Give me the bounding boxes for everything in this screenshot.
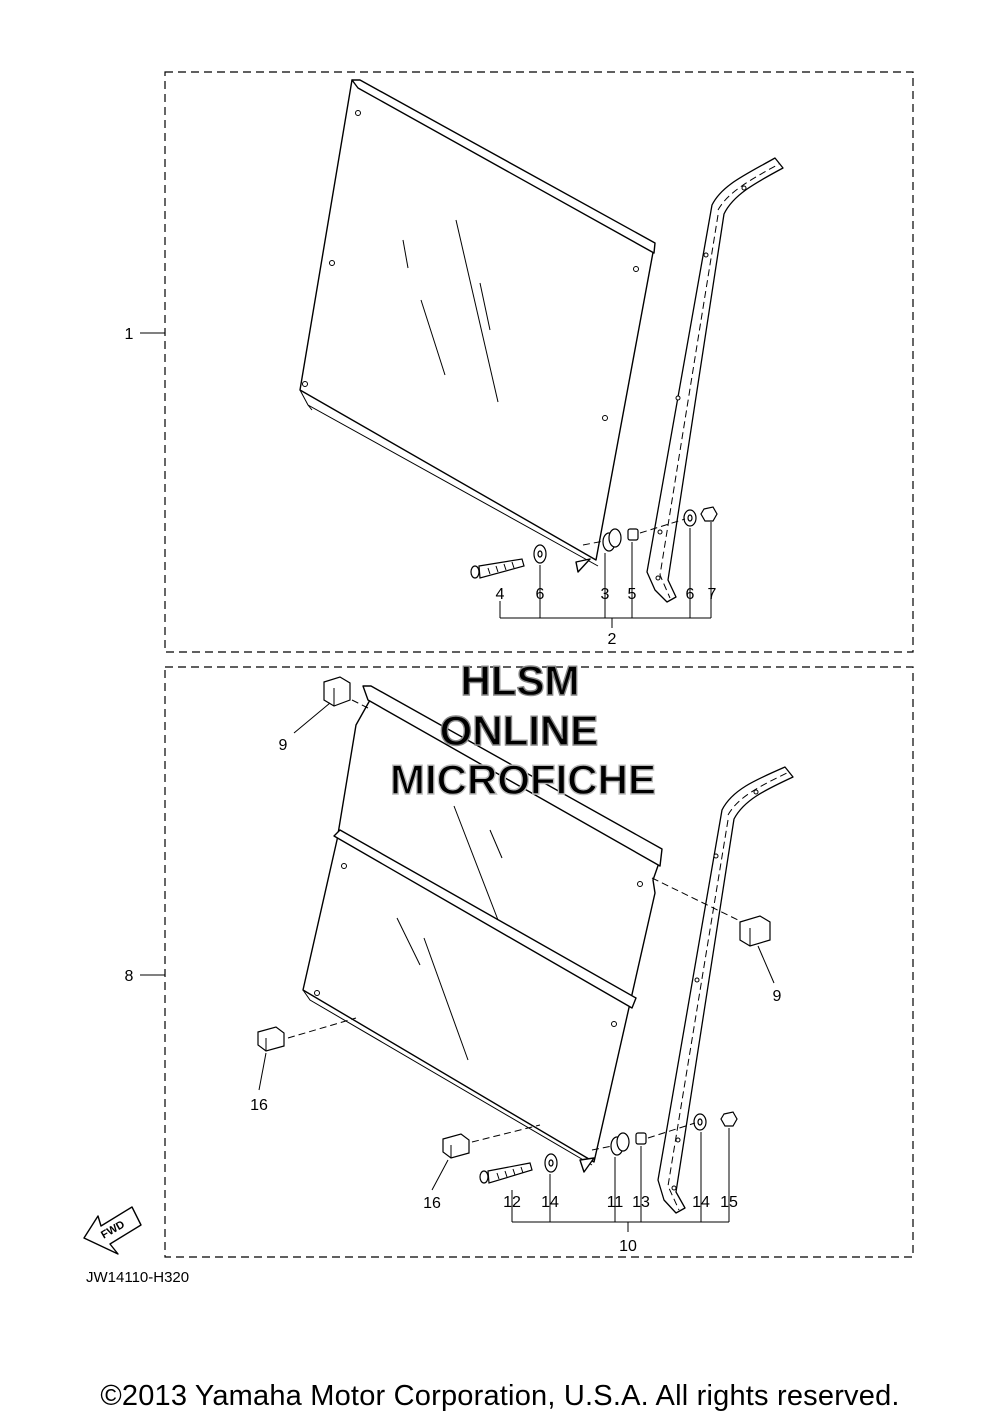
watermark-line-1: HLSM xyxy=(461,657,580,704)
assembly-1-frame xyxy=(164,71,914,653)
roll-bar-8 xyxy=(657,766,794,1214)
copyright-notice: ©2013 Yamaha Motor Corporation, U.S.A. A… xyxy=(100,1380,900,1412)
callout-9: 9 xyxy=(773,988,782,1005)
watermark-line-3: MICROFICHE xyxy=(390,756,656,803)
callout-10: 10 xyxy=(619,1238,637,1255)
callout-16: 16 xyxy=(250,1097,268,1114)
figure-code: JW14110-H320 xyxy=(86,1269,189,1286)
callout-8: 8 xyxy=(125,968,134,985)
watermark-line-2: ONLINE xyxy=(440,707,599,754)
callout-3: 3 xyxy=(601,586,610,603)
leader-lines xyxy=(140,332,775,1232)
callout-14: 14 xyxy=(692,1194,710,1211)
clips-and-hardware-8 xyxy=(257,676,771,1184)
callout-14: 14 xyxy=(541,1194,559,1211)
rear-panel-8 xyxy=(302,685,663,1173)
callout-15: 15 xyxy=(720,1194,738,1211)
callout-5: 5 xyxy=(628,586,637,603)
callout-1: 1 xyxy=(125,326,134,343)
mount-hardware-1 xyxy=(470,506,718,579)
callout-6: 6 xyxy=(686,586,695,603)
callout-11: 11 xyxy=(607,1194,624,1211)
callout-7: 7 xyxy=(708,586,717,603)
roll-bar-1 xyxy=(646,157,784,603)
fwd-arrow-icon: FWD xyxy=(83,1206,142,1255)
callout-2: 2 xyxy=(608,631,617,648)
callout-16: 16 xyxy=(423,1195,441,1212)
callout-6: 6 xyxy=(536,586,545,603)
callout-13: 13 xyxy=(632,1194,650,1211)
assembly-8-frame xyxy=(164,666,914,1258)
callout-9: 9 xyxy=(279,737,288,754)
callout-12: 12 xyxy=(503,1194,521,1211)
rear-panel-1 xyxy=(299,79,656,573)
callout-4: 4 xyxy=(496,586,505,603)
